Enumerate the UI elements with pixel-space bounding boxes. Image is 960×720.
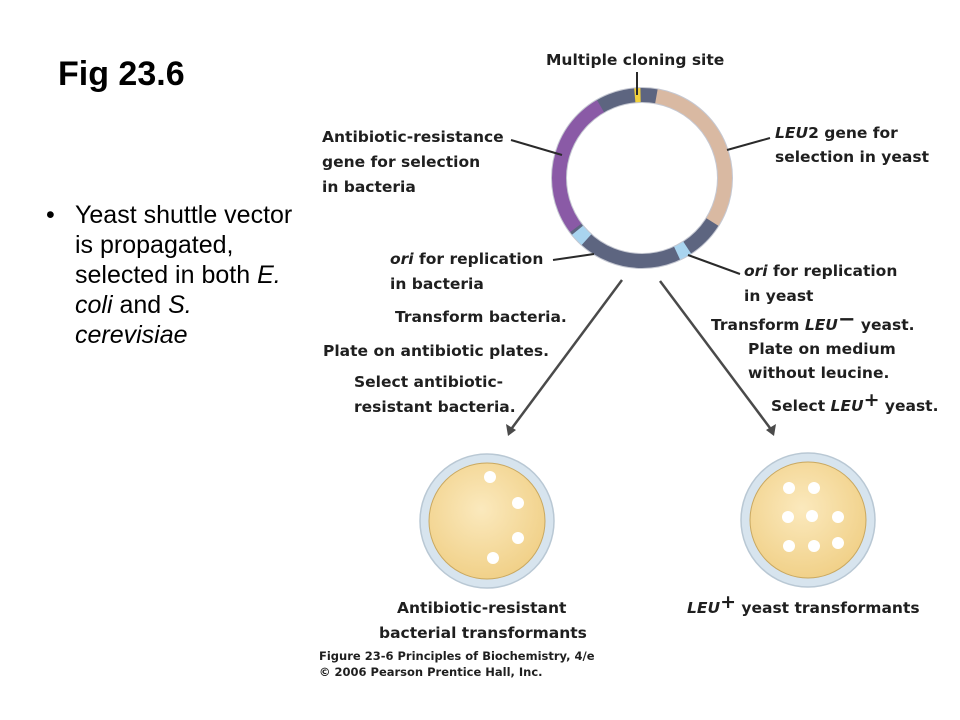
bacteria-plate [419, 453, 555, 589]
bacteria-colonies [484, 471, 524, 564]
colony [808, 482, 820, 494]
bullet-marker: • [46, 201, 55, 229]
mcs-label: Multiple cloning site [546, 51, 724, 69]
ori-bacteria-label-1: ori for replication [390, 250, 543, 268]
ori-bacteria-label-2: in bacteria [390, 275, 484, 293]
bacterial-result-label-1: Antibiotic-resistant [397, 599, 567, 617]
figure-caption-2: © 2006 Pearson Prentice Hall, Inc. [319, 665, 543, 679]
ori-bacteria-leader [552, 253, 595, 261]
yeast-plate [740, 452, 876, 588]
colony [783, 482, 795, 494]
yeast-result-label: LEU+ yeast transformants [687, 591, 920, 617]
bullet-point: • Yeast shuttle vector is propagated, se… [46, 200, 308, 350]
ori-yeast-segment [673, 241, 692, 261]
antibiotic-leader [510, 139, 563, 156]
colony [832, 537, 844, 549]
step-transform-bacteria: Transform bacteria. [395, 308, 567, 326]
ori-yeast-label-1: ori for replication [744, 262, 897, 280]
step-select-bacteria-1: Select antibiotic- [354, 373, 503, 391]
arrow-to-bacteria-head [506, 424, 516, 436]
colony [484, 471, 496, 483]
step-select-bacteria-2: resistant bacteria. [354, 398, 516, 416]
ori-yeast-label-2: in yeast [744, 287, 814, 305]
antibiotic-resistance-segment [551, 99, 605, 233]
slide-title: Fig 23.6 [58, 55, 185, 93]
colony [512, 532, 524, 544]
arrow-to-yeast-line [658, 280, 772, 429]
ori-yeast-leader [687, 254, 741, 275]
step-plate-medium-1: Plate on medium [748, 340, 896, 358]
plasmid-outline-inner [566, 102, 718, 254]
colony [808, 540, 820, 552]
bacterial-result-label-2: bacterial transformants [379, 624, 587, 642]
leu2-segment [654, 88, 733, 226]
step-plate-antibiotic: Plate on antibiotic plates. [323, 342, 549, 360]
colony [832, 511, 844, 523]
bacteria-plate-agar [428, 462, 546, 580]
transformation-arrows [510, 279, 772, 429]
antibiotic-gene-label-1: Antibiotic-resistance [322, 128, 504, 146]
colony [487, 552, 499, 564]
step-plate-medium-2: without leucine. [748, 364, 889, 382]
colony [806, 510, 818, 522]
leu2-leader [726, 137, 771, 151]
yeast-colonies [782, 482, 844, 552]
colony [782, 511, 794, 523]
leader-lines [510, 72, 771, 275]
antibiotic-gene-label-2: gene for selection [322, 153, 480, 171]
figure-caption-1: Figure 23-6 Principles of Biochemistry, … [319, 649, 595, 663]
arrow-to-bacteria-line [510, 279, 624, 429]
bullet-text: Yeast shuttle vector is propagated, sele… [75, 201, 293, 349]
leu2-label-1: LEU2 gene for [775, 124, 898, 142]
step-transform-yeast: Transform LEU− yeast. [711, 307, 915, 334]
ori-bacteria-segment [571, 225, 592, 246]
plasmid-outline-outer [551, 87, 733, 269]
antibiotic-gene-label-3: in bacteria [322, 178, 416, 196]
colony [512, 497, 524, 509]
colony [783, 540, 795, 552]
step-select-yeast: Select LEU+ yeast. [771, 389, 938, 415]
plasmid-ring [551, 87, 733, 269]
arrow-to-yeast-head [766, 424, 776, 436]
leu2-label-2: selection in yeast [775, 148, 930, 166]
